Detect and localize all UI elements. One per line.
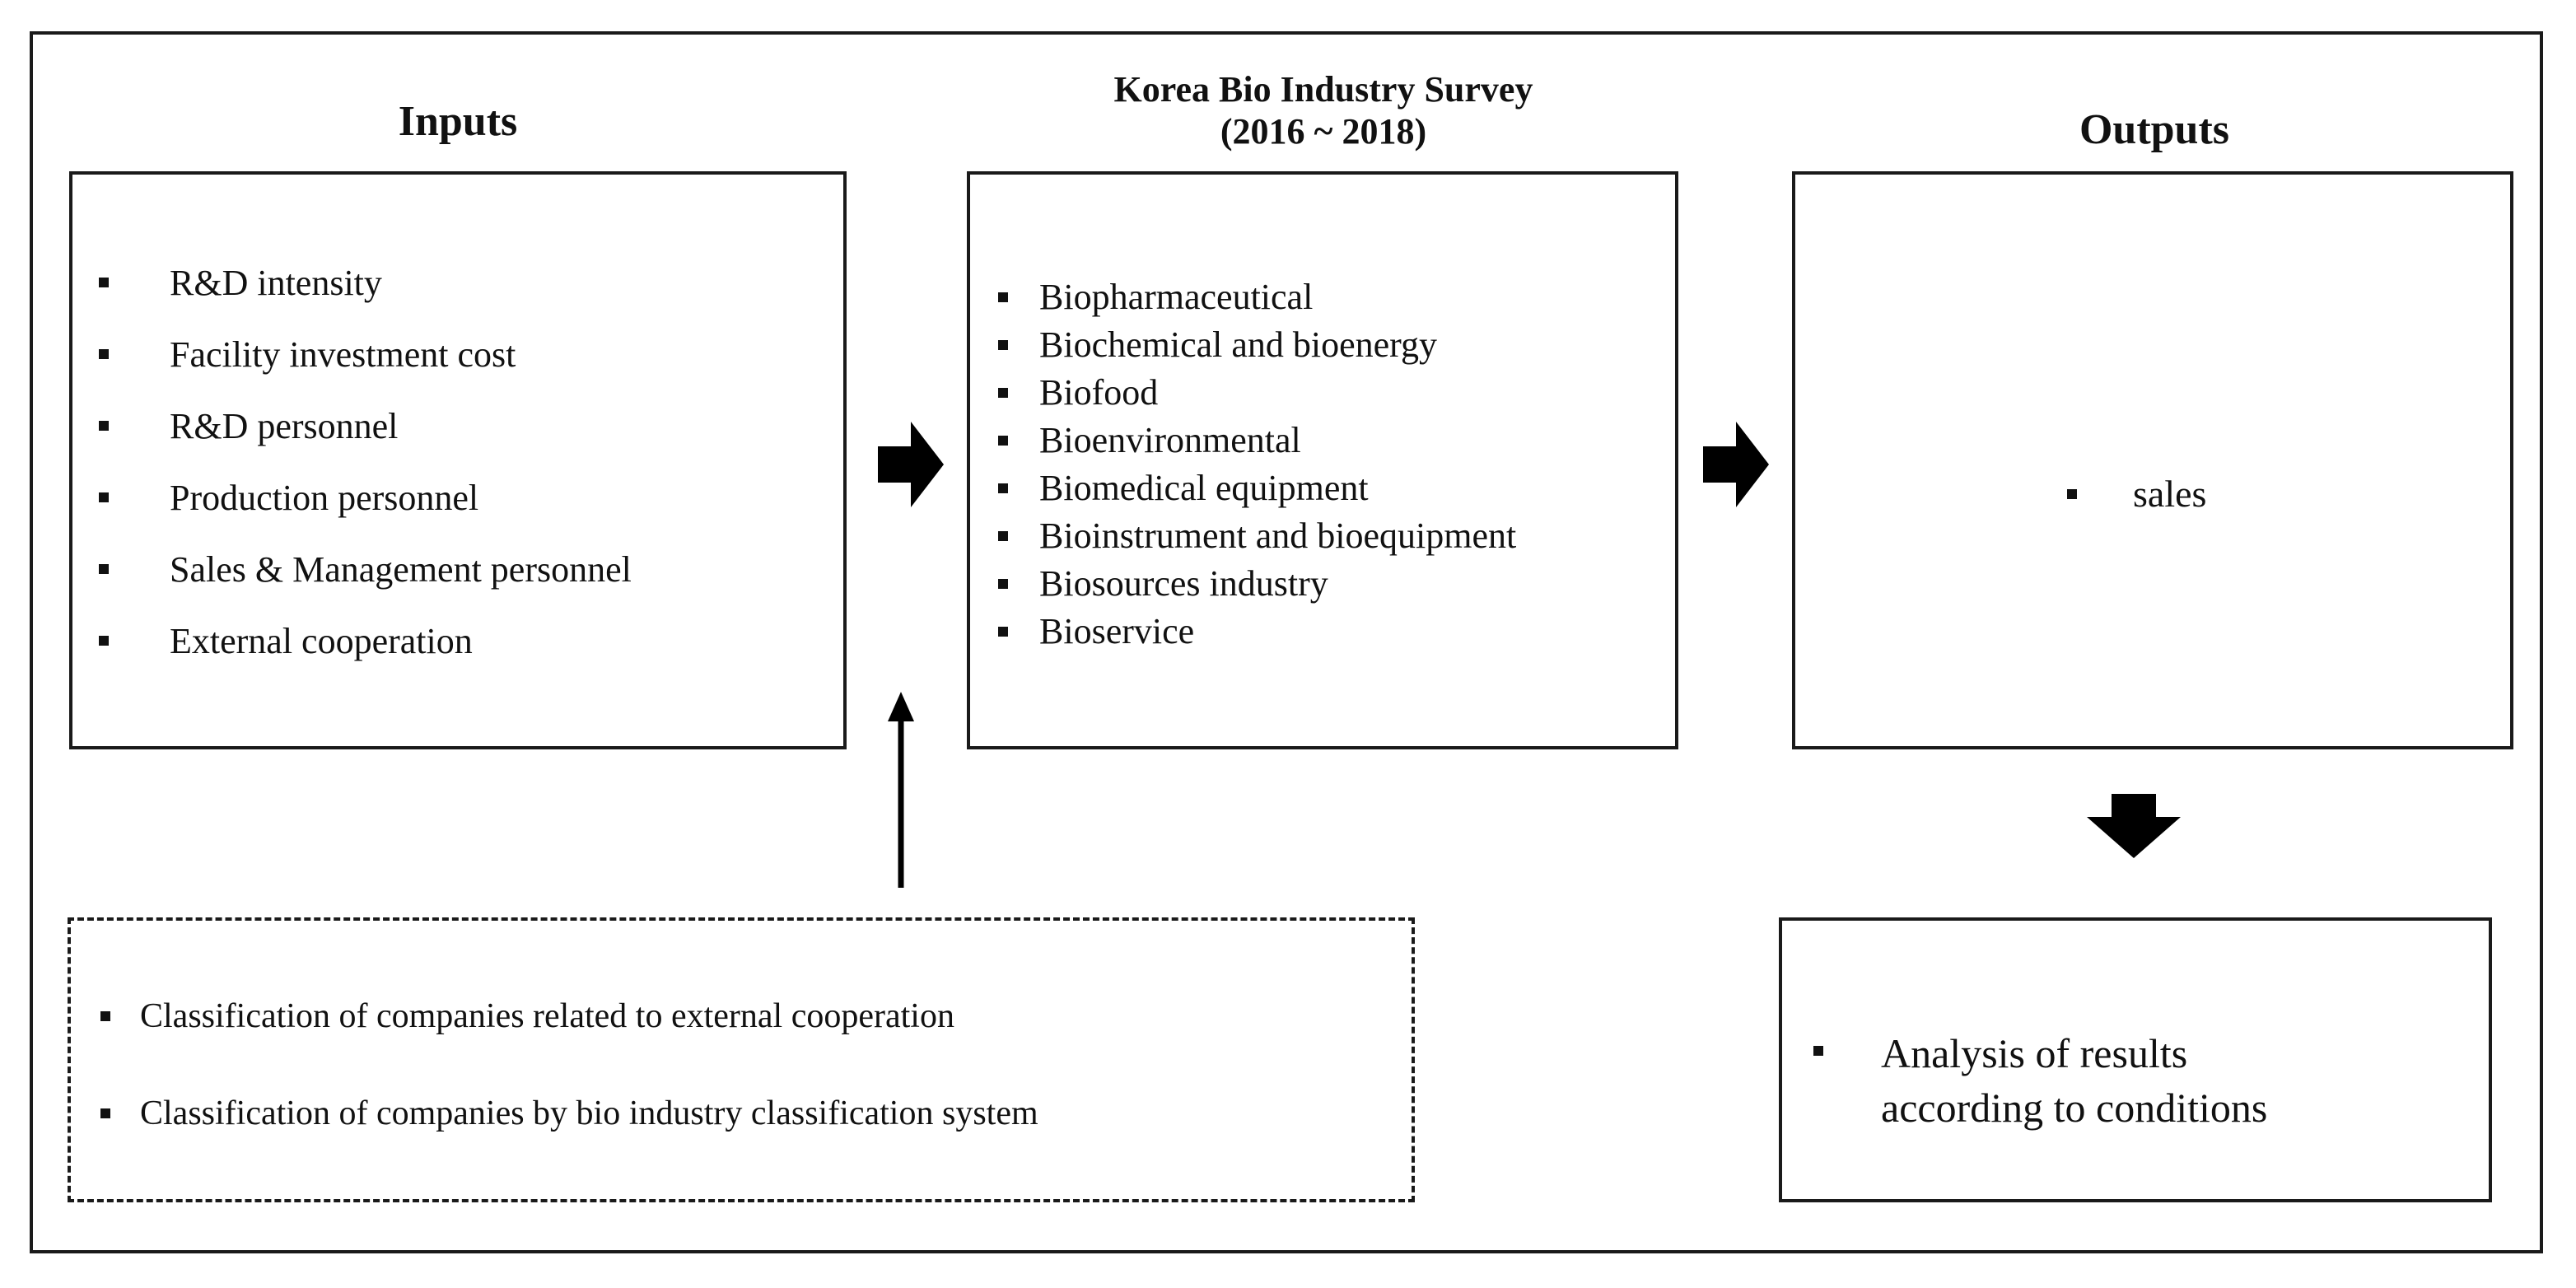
survey-heading: Korea Bio Industry Survey (2016 ~ 2018)	[968, 69, 1678, 152]
list-item: External cooperation	[72, 605, 843, 677]
bullet-icon	[998, 627, 1008, 637]
list-item: Analysis of results according to conditi…	[1782, 1026, 2342, 1135]
list-item: Production personnel	[72, 462, 843, 534]
survey-heading-line2: (2016 ~ 2018)	[1220, 110, 1427, 152]
bullet-icon	[1813, 1046, 1823, 1056]
bullet-icon	[99, 564, 109, 574]
bullet-icon	[998, 483, 1008, 493]
outputs-list: sales	[1795, 461, 2510, 527]
arrow-up-icon	[888, 692, 914, 888]
list-item: R&D intensity	[72, 247, 843, 319]
list-item: Biopharmaceutical	[970, 273, 1675, 321]
bullet-icon	[99, 349, 109, 359]
list-item: Classification of companies by bio indus…	[71, 1080, 1412, 1178]
diagram-frame	[30, 31, 2543, 1253]
classification-criteria-box: Classification of companies related to e…	[68, 917, 1415, 1202]
list-item: Bioenvironmental	[970, 417, 1675, 464]
list-item: sales	[1795, 461, 2510, 527]
list-item: Biofood	[970, 369, 1675, 417]
arrow-right-icon	[1703, 422, 1769, 507]
bullet-icon	[998, 579, 1008, 589]
survey-heading-line1: Korea Bio Industry Survey	[1113, 69, 1533, 110]
bullet-icon	[99, 278, 109, 287]
bullet-icon	[99, 492, 109, 502]
arrow-right-icon	[878, 422, 944, 507]
list-item: Biochemical and bioenergy	[970, 321, 1675, 369]
bullet-icon	[998, 531, 1008, 541]
bullet-icon	[100, 1108, 110, 1118]
bullet-icon	[99, 636, 109, 646]
arrow-down-icon	[2087, 794, 2181, 858]
list-item: Classification of companies related to e…	[71, 983, 1412, 1080]
bullet-icon	[100, 1011, 110, 1021]
list-item: Sales & Management personnel	[72, 534, 843, 605]
survey-box: Biopharmaceutical Biochemical and bioene…	[967, 171, 1678, 749]
list-item: Biosources industry	[970, 560, 1675, 608]
bullet-icon	[2067, 489, 2077, 499]
analysis-box: Analysis of results according to conditi…	[1779, 917, 2492, 1202]
analysis-list: Analysis of results according to conditi…	[1782, 1026, 2489, 1135]
bullet-icon	[998, 292, 1008, 302]
list-item: Bioservice	[970, 608, 1675, 656]
list-item: Bioinstrument and bioequipment	[970, 512, 1675, 560]
bullet-icon	[998, 436, 1008, 446]
bullet-icon	[998, 340, 1008, 350]
criteria-list: Classification of companies related to e…	[71, 983, 1412, 1178]
survey-list: Biopharmaceutical Biochemical and bioene…	[970, 273, 1675, 656]
outputs-heading: Outputs	[2079, 106, 2230, 153]
bullet-icon	[998, 388, 1008, 398]
inputs-box: R&D intensity Facility investment cost R…	[69, 171, 847, 749]
list-item: Biomedical equipment	[970, 464, 1675, 512]
outputs-box: sales	[1792, 171, 2513, 749]
inputs-list: R&D intensity Facility investment cost R…	[72, 247, 843, 677]
inputs-heading: Inputs	[398, 98, 518, 145]
list-item: R&D personnel	[72, 390, 843, 462]
bullet-icon	[99, 421, 109, 431]
list-item: Facility investment cost	[72, 319, 843, 390]
